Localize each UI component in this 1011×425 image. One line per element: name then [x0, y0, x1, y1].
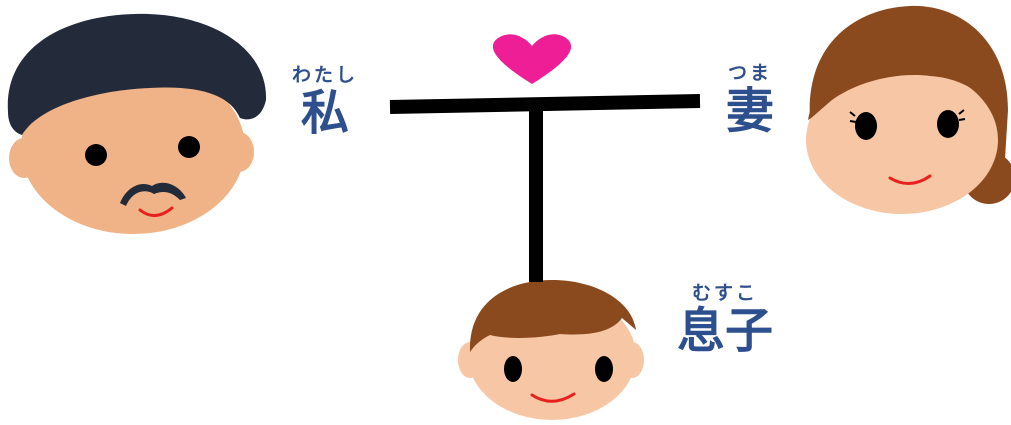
- relationship-lines: [389, 94, 701, 282]
- kanji-me: 私: [300, 85, 349, 141]
- furigana-wife: つま: [727, 62, 772, 84]
- furigana-son: むすこ: [691, 282, 758, 304]
- kanji-son: 息子: [676, 303, 773, 359]
- marriage-line: [389, 94, 701, 114]
- boy-face-icon: [458, 280, 644, 420]
- woman-face-icon: [806, 5, 1011, 214]
- heart-icon: [492, 34, 572, 84]
- man-face-icon: [7, 13, 267, 234]
- furigana-me: わたし: [291, 64, 358, 86]
- label-me: わたし 私: [282, 64, 368, 141]
- label-son: むすこ 息子: [664, 282, 786, 359]
- kanji-wife: 妻: [725, 83, 774, 139]
- label-wife: つま 妻: [712, 62, 788, 139]
